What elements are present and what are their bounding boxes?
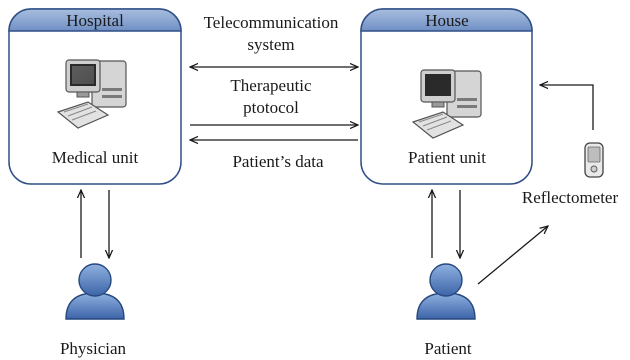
- hospital-computer-icon: [56, 59, 127, 129]
- patient-unit-label: Patient unit: [408, 148, 486, 167]
- reflectometer-label: Reflectometer: [522, 188, 619, 207]
- house-title: House: [425, 11, 468, 30]
- patients-data-label: Patient’s data: [232, 152, 324, 171]
- physician-label: Physician: [60, 339, 127, 358]
- patient-label: Patient: [424, 339, 471, 358]
- patient-computer-icon: [411, 69, 482, 139]
- patient-person-icon: [416, 263, 476, 320]
- medical-unit-label: Medical unit: [52, 148, 139, 167]
- telecom-label-line1: Telecommunication: [204, 13, 339, 32]
- patient-to-reflectometer-arrow: [477, 226, 548, 285]
- hospital-box: Hospital Medical unit: [8, 8, 182, 185]
- therapeutic-label-line1: Therapeutic: [230, 76, 312, 95]
- therapeutic-label-line2: ptotocol: [243, 98, 299, 117]
- reflectometer-device-icon: [584, 142, 604, 178]
- reflectometer-to-house-arrow: [540, 85, 594, 130]
- telecom-label-line2: system: [247, 35, 294, 54]
- hospital-title: Hospital: [66, 11, 124, 30]
- physician-person-icon: [65, 263, 125, 320]
- house-box: House Patient unit: [360, 8, 533, 185]
